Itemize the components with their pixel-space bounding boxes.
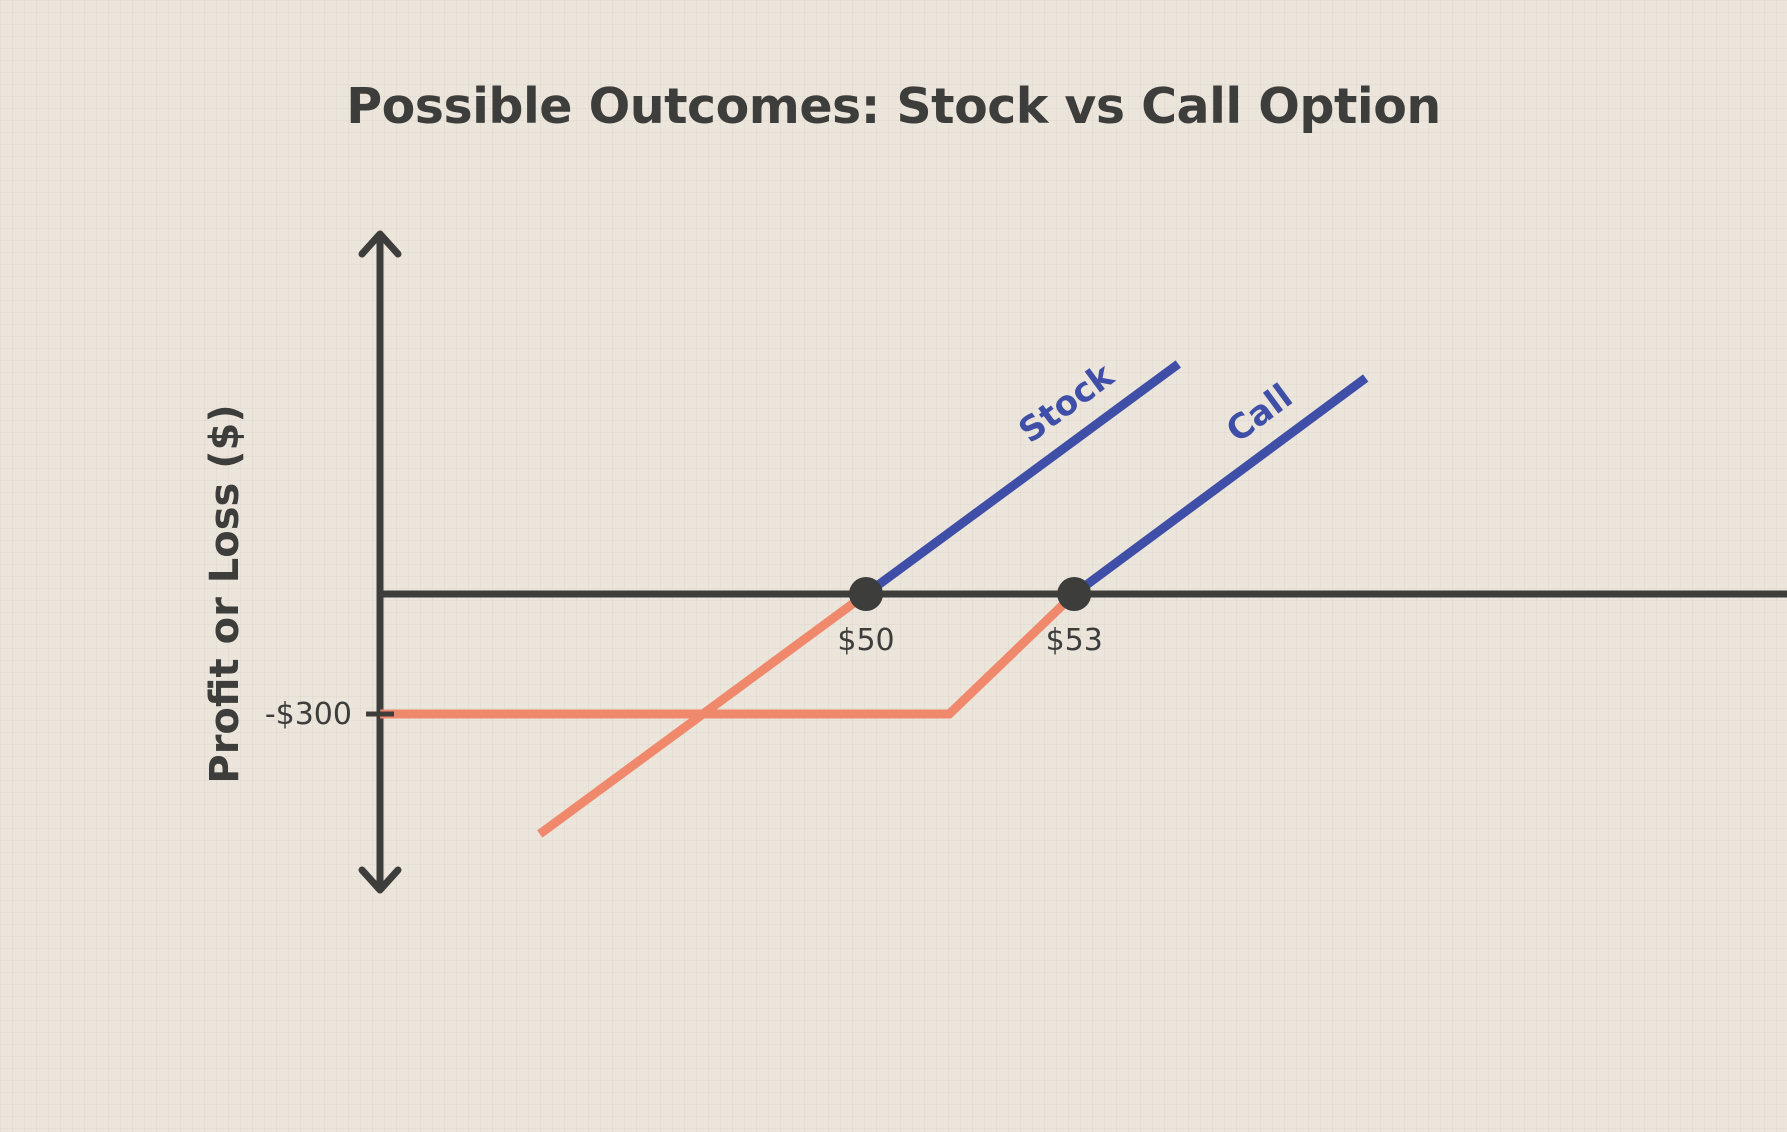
stock-series-label: Stock	[1011, 355, 1122, 451]
x-tick-label-50: $50	[837, 623, 894, 658]
y-tick-label-300: -$300	[265, 697, 352, 732]
chart-title: Possible Outcomes: Stock vs Call Option	[346, 78, 1441, 135]
call-profit-line	[1071, 374, 1369, 598]
breakeven-marker-2	[1057, 577, 1092, 611]
call-loss-line	[380, 590, 1078, 719]
breakeven-marker-1	[849, 577, 883, 611]
x-tick-label-53: $53	[1046, 623, 1103, 658]
y-axis-arrow-down-icon	[358, 866, 402, 894]
y-axis-arrow-up-icon	[358, 230, 402, 258]
stock-profit-line	[863, 360, 1181, 598]
y-axis-label: Profit or Loss ($)	[202, 404, 248, 783]
